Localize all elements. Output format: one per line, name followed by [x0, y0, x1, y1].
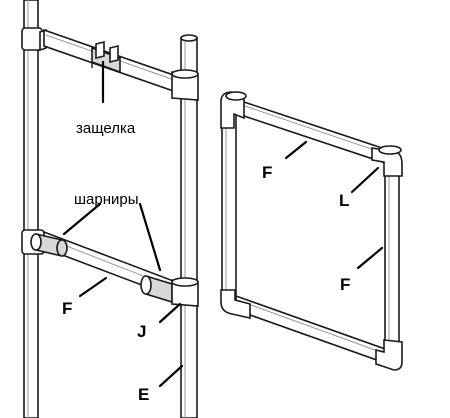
label-l-corner: L — [339, 191, 349, 210]
label-f-left-bar: F — [62, 299, 72, 318]
leader-lines — [62, 60, 384, 388]
leader-j — [158, 302, 182, 324]
lower-bar — [21, 229, 199, 307]
leader-hinge-right — [138, 202, 162, 272]
leader-e — [158, 364, 184, 388]
leader-f-upper — [284, 140, 308, 160]
latch-clamp — [91, 40, 121, 74]
label-e-post: E — [138, 385, 149, 404]
left-post — [23, 0, 39, 418]
square-frame — [220, 91, 403, 371]
label-j-joint: J — [137, 322, 146, 341]
leader-l — [350, 166, 380, 194]
label-hinges: шарниры — [74, 191, 139, 208]
label-latch: защелка — [76, 120, 136, 137]
leader-f-left — [78, 276, 108, 298]
label-f-upper-frame: F — [262, 163, 272, 182]
leader-hinge-left — [62, 202, 102, 236]
leader-f-right — [356, 246, 384, 270]
label-f-right-frame: F — [340, 275, 350, 294]
post-e — [180, 34, 198, 418]
